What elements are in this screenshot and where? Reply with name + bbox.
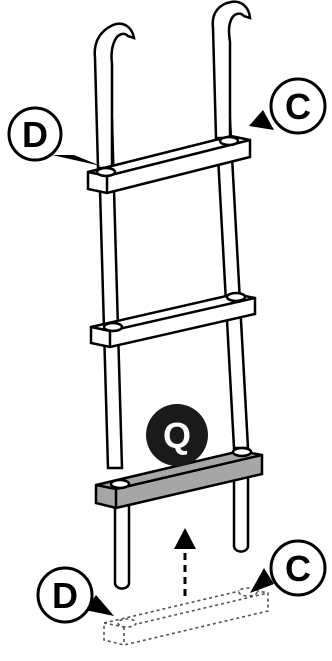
- callout-c-bottom: C: [250, 541, 325, 595]
- callout-c-bottom-label: C: [285, 548, 311, 589]
- callout-q: Q: [146, 404, 208, 466]
- right-rail-lower: [234, 470, 248, 552]
- callout-d-top-label: D: [22, 114, 48, 155]
- callout-d-bottom-label: D: [52, 575, 78, 616]
- step-ghost: [104, 588, 268, 645]
- callout-c-top: C: [249, 79, 325, 133]
- left-rail-lower: [115, 505, 129, 589]
- callout-d-top: D: [9, 108, 101, 166]
- hook-right: [213, 2, 250, 138]
- hook-left: [95, 24, 134, 168]
- right-rail: [216, 120, 248, 448]
- callout-c-top-label: C: [285, 86, 311, 127]
- callout-d-bottom: D: [38, 568, 114, 622]
- callout-q-label: Q: [163, 415, 191, 456]
- insert-arrow: [174, 528, 196, 596]
